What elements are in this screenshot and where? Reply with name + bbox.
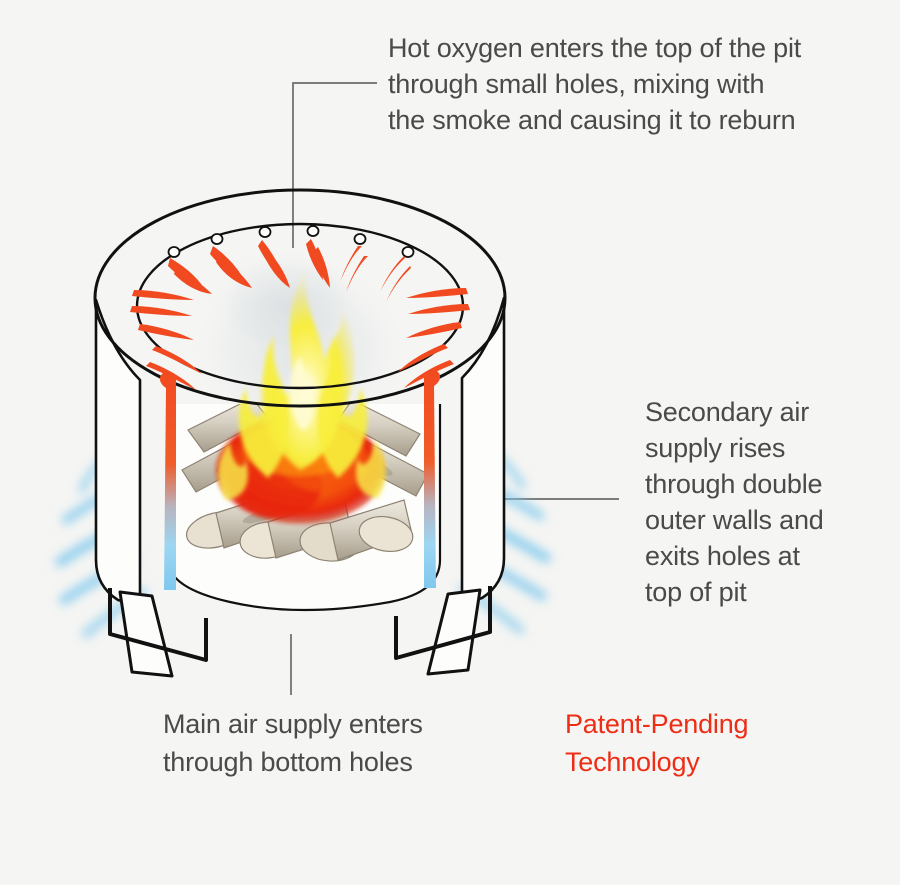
air-hole [210,233,224,245]
wall-flow-left [159,371,176,590]
pit-outer-wall [94,296,506,608]
air-hole [258,226,272,238]
air-hole [306,225,320,237]
hot-oxygen-arrows [130,239,470,390]
outer-rim-ellipse [93,188,507,408]
air-hole [401,246,415,258]
leg-right [426,588,482,676]
annotation-hot-oxygen: Hot oxygen enters the top of the pit thr… [388,33,802,135]
flames [218,268,386,500]
air-hole [167,246,181,258]
wall-flow-right [424,369,441,588]
leg-left [118,590,174,678]
secondary-air-wall-flow [159,369,441,590]
annotation-main-air: Main air supply enters through bottom ho… [163,709,423,777]
tripod-legs [108,586,492,678]
leg-left-bracket [108,588,208,662]
outer-wall-left [94,298,142,608]
leg-right-bracket [394,586,492,660]
annotation-secondary-air: Secondary air supply rises through doubl… [645,397,824,607]
outer-wall-right [460,296,506,606]
patent-pending-label: Patent-Pending Technology [565,709,749,777]
leader-line-top [292,82,377,248]
air-hole [353,233,367,245]
secondary-air-holes [167,225,415,258]
